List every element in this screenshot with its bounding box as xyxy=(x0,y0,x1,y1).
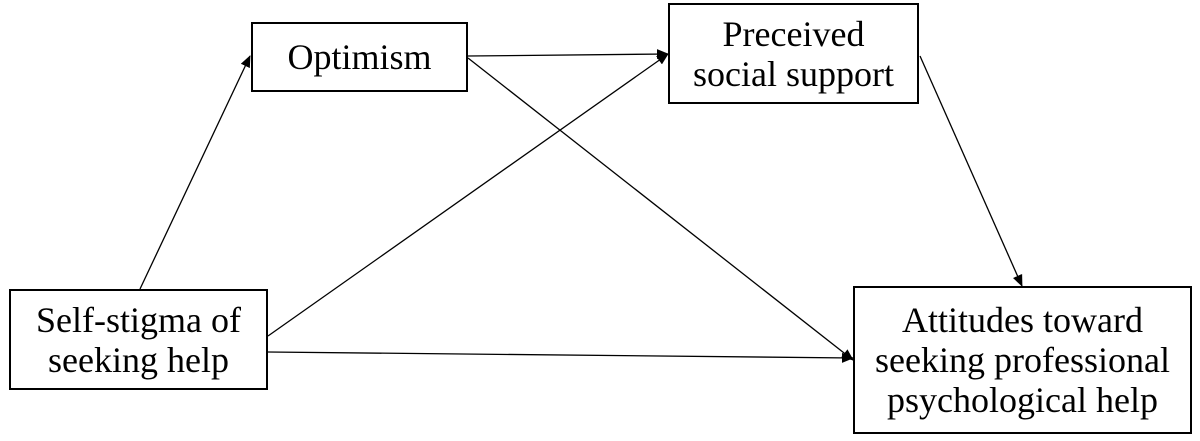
arrow-self-stigma-to-social-support xyxy=(267,53,669,337)
arrow-optimism-to-attitudes xyxy=(467,57,854,361)
node-attitudes-label: Attitudes toward seeking professional ps… xyxy=(875,300,1170,420)
edges-layer xyxy=(139,49,1023,363)
node-self-stigma: Self-stigma of seeking help xyxy=(9,289,268,390)
node-optimism: Optimism xyxy=(251,22,468,92)
node-self-stigma-label: Self-stigma of seeking help xyxy=(36,299,241,380)
arrow-self-stigma-to-optimism xyxy=(139,55,251,290)
node-perceived-social-support: Preceived social support xyxy=(668,3,919,104)
arrow-optimism-to-social-support xyxy=(467,49,669,60)
node-optimism-label: Optimism xyxy=(287,37,432,77)
node-perceived-social-support-label: Preceived social support xyxy=(693,13,894,94)
arrow-social-support-to-attitudes xyxy=(919,55,1023,287)
arrow-self-stigma-to-attitudes xyxy=(267,351,854,363)
node-attitudes: Attitudes toward seeking professional ps… xyxy=(853,286,1192,434)
